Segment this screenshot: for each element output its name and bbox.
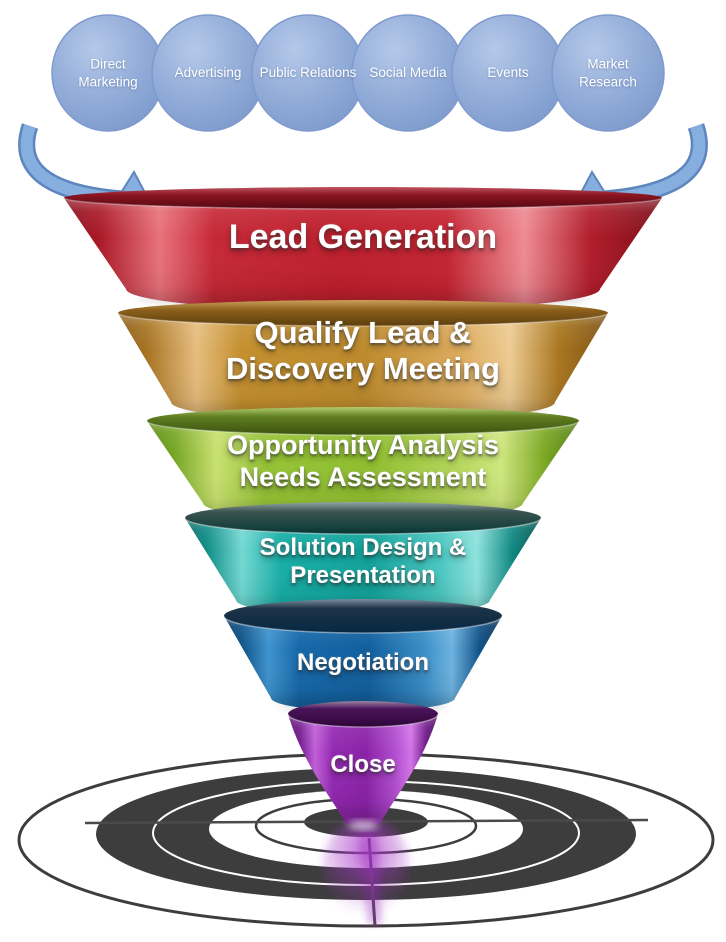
funnel-tip-highlight bbox=[348, 821, 378, 829]
stage-label-line: Opportunity Analysis bbox=[226, 430, 500, 460]
funnel-stage-negotiation bbox=[223, 599, 503, 711]
stage-label-negotiation: Negotiation bbox=[297, 649, 429, 677]
stage-label-line: Lead Generation bbox=[228, 218, 498, 256]
funnel-rim bbox=[64, 187, 662, 209]
funnel-stage-qualify-lead bbox=[117, 300, 609, 422]
source-circle-label: Market Research bbox=[579, 56, 637, 89]
source-circle-label: Direct Marketing bbox=[78, 56, 138, 89]
stage-label-line: Needs Assessment bbox=[239, 461, 487, 492]
source-circle-label: Events bbox=[487, 65, 529, 81]
funnel-rim bbox=[224, 599, 502, 633]
stage-label-close: Close bbox=[330, 751, 395, 779]
stage-label-line: Solution Design & bbox=[259, 534, 467, 561]
stage-label-line: Qualify Lead & bbox=[254, 315, 472, 350]
funnel-rim bbox=[288, 701, 438, 727]
funnel-stage-lead-generation bbox=[63, 187, 663, 311]
lead-sources-row bbox=[51, 14, 665, 132]
funnel-stage-solution-design bbox=[184, 502, 542, 616]
stage-label-line: Negotiation bbox=[297, 649, 429, 676]
stage-label-line: Presentation bbox=[290, 562, 436, 590]
funnel-stage-close bbox=[287, 701, 439, 829]
stage-label-qualify-lead: Qualify Lead & Discovery Meeting bbox=[226, 315, 500, 388]
stage-label-opportunity-analysis: Opportunity Analysis Needs Assessment bbox=[227, 430, 499, 493]
source-circle-label: Social Media bbox=[369, 65, 447, 81]
funnel-tip-reflection bbox=[322, 818, 410, 924]
stage-label-lead-generation: Lead Generation bbox=[229, 218, 497, 258]
funnel-rim bbox=[185, 502, 541, 534]
stage-label-solution-design: Solution Design & Presentation bbox=[260, 534, 467, 590]
stage-label-line: Close bbox=[330, 751, 396, 778]
funnel-rim bbox=[118, 300, 608, 326]
source-circle-label: Advertising bbox=[174, 65, 242, 81]
stage-label-line: Discovery Meeting bbox=[226, 351, 500, 387]
source-circle bbox=[551, 14, 665, 132]
funnel-stage-opportunity-analysis bbox=[146, 407, 580, 521]
funnel-rim bbox=[147, 407, 579, 435]
source-circle-label: Public Relations bbox=[259, 65, 357, 81]
